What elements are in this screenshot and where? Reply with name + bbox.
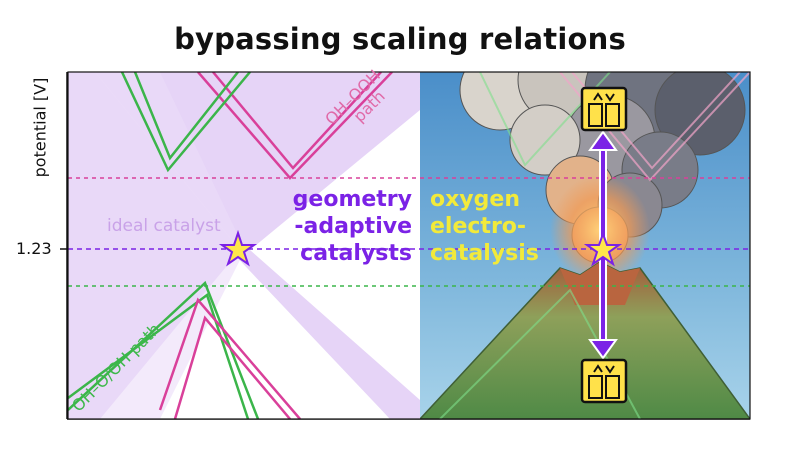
elevator-icon <box>580 358 628 404</box>
right-panel-line1: oxygen <box>430 187 520 212</box>
figure-title: bypassing scaling relations <box>174 22 626 56</box>
right-panel-line3: catalysis <box>430 241 539 266</box>
pink-path-bottom <box>158 297 301 419</box>
left-panel <box>68 72 420 419</box>
pink-path-top <box>197 72 393 180</box>
green-path-top <box>120 72 251 173</box>
right-panel-line2: electro- <box>430 214 527 239</box>
star-icon <box>218 229 258 267</box>
elevator-icon <box>580 86 628 132</box>
left-panel-line2: -adaptive <box>294 214 412 239</box>
y-axis-label: potential [V] <box>30 77 50 178</box>
left-panel-label: geometry -adaptive catalysts <box>290 186 412 267</box>
green-path-bottom <box>68 280 260 419</box>
right-panel-label: oxygen electro- catalysis <box>430 186 560 267</box>
left-panel-line3: catalysts <box>300 241 412 266</box>
y-tick-label: 1.23 <box>16 239 52 258</box>
ideal-catalyst-label: ideal catalyst <box>107 216 221 236</box>
left-panel-line1: geometry <box>292 187 412 212</box>
star-icon <box>583 231 623 267</box>
